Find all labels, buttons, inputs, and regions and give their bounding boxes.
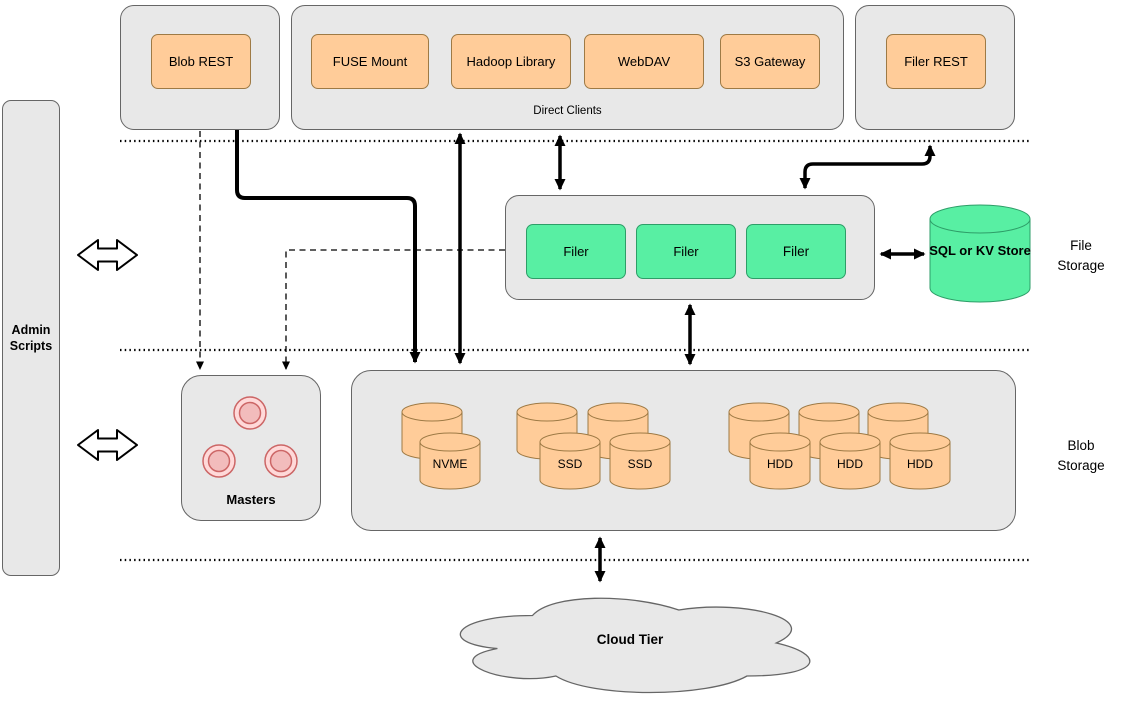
- dashed-arrow-filer-to-masters: [282, 249, 505, 370]
- filer-rest-node: Filer REST: [886, 34, 986, 89]
- client-node-hadoop-library: Hadoop Library: [451, 34, 571, 89]
- fuse-mount-label: FUSE Mount: [332, 54, 408, 69]
- disk-label-nvme: NVME: [432, 457, 468, 471]
- admin-scripts-label: Admin Scripts: [9, 322, 53, 353]
- filer-cluster-panel: Filer Filer Filer: [505, 195, 875, 300]
- admin-file-storage-arrow: [77, 239, 138, 271]
- blob-cluster-panel: [351, 370, 1016, 531]
- hadoop-library-label: Hadoop Library: [466, 54, 556, 69]
- disk-label-ssd-1: SSD: [557, 457, 583, 471]
- filer-label-3: Filer: [782, 244, 810, 259]
- file-storage-section-label: File Storage: [1057, 238, 1105, 273]
- blob-storage-section-label: Blob Storage: [1057, 438, 1105, 473]
- admin-blob-storage-arrow: [77, 429, 138, 461]
- filer-label-2: Filer: [673, 244, 699, 259]
- blob-rest-node: Blob REST: [151, 34, 251, 89]
- filer-rest-label: Filer REST: [904, 54, 968, 69]
- webdav-label: WebDAV: [617, 54, 671, 69]
- blob-rest-group: Blob REST: [120, 5, 280, 130]
- admin-scripts-panel: Admin Scripts: [2, 100, 60, 576]
- masters-label: Masters: [226, 492, 276, 507]
- filer-node-3: Filer: [746, 224, 846, 279]
- arrow-blob-rest-to-blob-storage: [235, 130, 421, 364]
- sql-kv-store-label: SQL or KV Store: [929, 243, 1031, 258]
- disk-label-hdd-3: HDD: [907, 457, 933, 471]
- filer-node-1: Filer: [526, 224, 626, 279]
- s3-gateway-label: S3 Gateway: [734, 54, 806, 69]
- disk-label-ssd-2: SSD: [627, 457, 653, 471]
- cloud-tier-label: Cloud Tier: [596, 632, 664, 647]
- direct-clients-group: FUSE Mount Hadoop Library WebDAV S3 Gate…: [291, 5, 844, 130]
- arrow-filer-rest-to-filer: [799, 144, 936, 190]
- client-node-s3-gateway: S3 Gateway: [720, 34, 820, 89]
- disk-label-hdd-2: HDD: [837, 457, 863, 471]
- filer-node-2: Filer: [636, 224, 736, 279]
- client-node-webdav: WebDAV: [584, 34, 704, 89]
- filer-label-1: Filer: [563, 244, 589, 259]
- direct-clients-label: Direct Clients: [533, 105, 602, 117]
- blob-rest-label: Blob REST: [168, 54, 234, 69]
- filer-rest-group: Filer REST: [855, 5, 1015, 130]
- disk-label-hdd-1: HDD: [767, 457, 793, 471]
- client-node-fuse-mount: FUSE Mount: [311, 34, 429, 89]
